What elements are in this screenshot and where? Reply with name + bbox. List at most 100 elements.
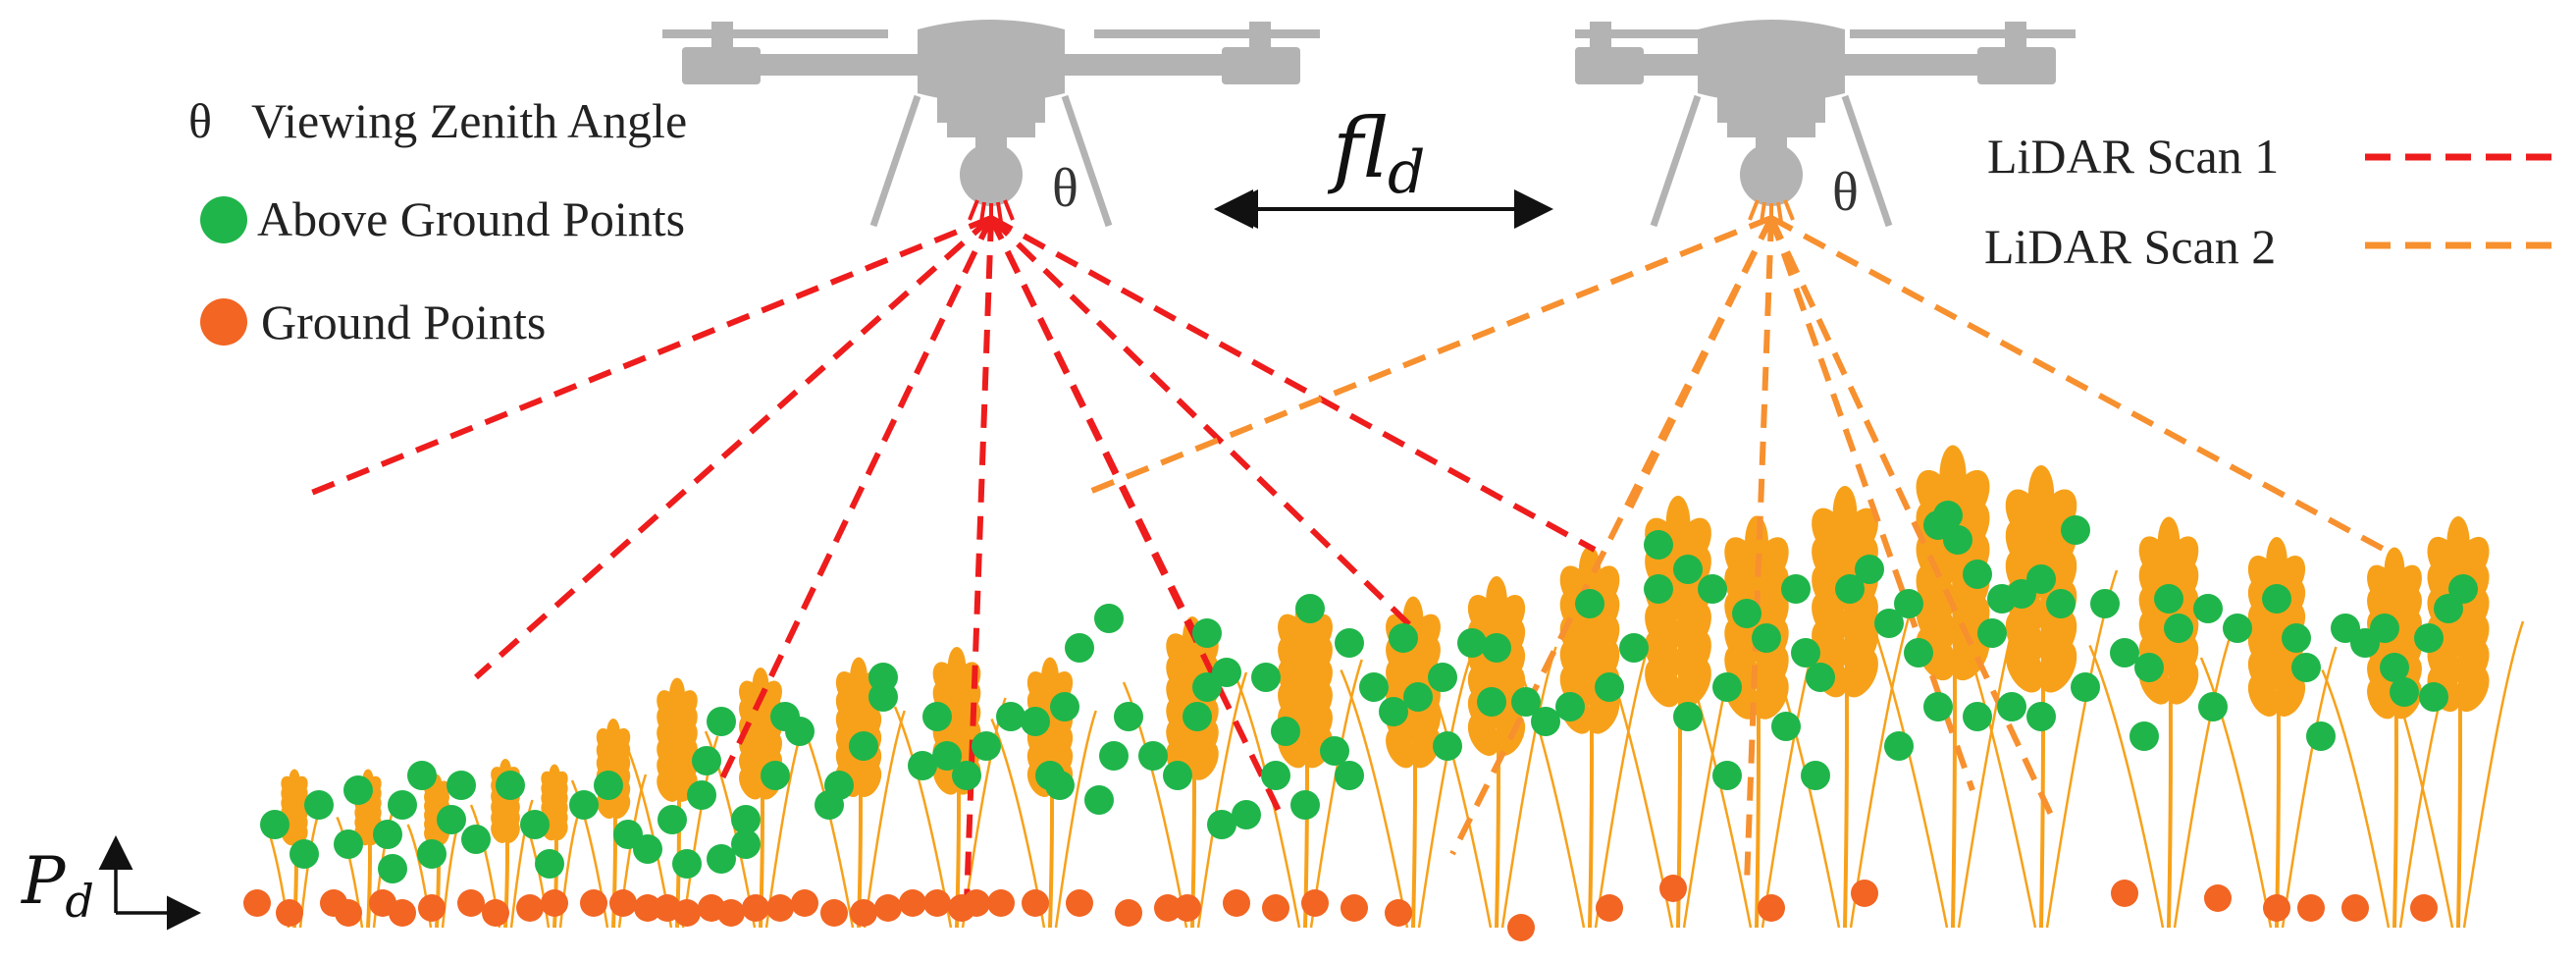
drone-icon bbox=[1575, 20, 2076, 228]
above-ground-point bbox=[2046, 589, 2076, 618]
ground-point bbox=[2410, 894, 2438, 922]
above-ground-point bbox=[1806, 663, 1835, 692]
above-ground-point bbox=[289, 839, 319, 869]
ground-point bbox=[389, 899, 416, 927]
lidar-scan-2-beam bbox=[1078, 215, 1773, 499]
above-ground-point bbox=[633, 834, 662, 864]
wheat-grain bbox=[669, 677, 685, 712]
above-ground-point bbox=[1433, 731, 1462, 761]
ground-point bbox=[2111, 880, 2138, 907]
above-ground-point bbox=[1511, 687, 1541, 717]
above-ground-point bbox=[520, 810, 550, 839]
wheat-grain bbox=[610, 792, 631, 820]
flight-distance-indicator: fld bbox=[1214, 100, 1553, 229]
above-ground-point bbox=[2198, 692, 2228, 721]
ground-point bbox=[899, 889, 926, 917]
wheat-grain bbox=[502, 821, 520, 843]
legend-above-ground-points: Above Ground Points bbox=[257, 191, 685, 246]
above-ground-point-swatch bbox=[200, 196, 247, 243]
wheat-leaf bbox=[2281, 646, 2338, 929]
above-ground-point bbox=[1933, 501, 1963, 530]
ground-point bbox=[1022, 889, 1049, 917]
above-ground-point bbox=[1575, 589, 1604, 618]
wheat-grain bbox=[606, 719, 620, 746]
above-ground-point bbox=[1904, 638, 1933, 667]
above-ground-point bbox=[343, 775, 373, 805]
above-ground-point bbox=[868, 663, 898, 692]
above-ground-point bbox=[1359, 672, 1389, 702]
above-ground-point bbox=[1894, 589, 1923, 618]
above-ground-point bbox=[1855, 555, 1884, 584]
wheat-grain bbox=[549, 764, 560, 786]
above-ground-point bbox=[2110, 638, 2139, 667]
flight-distance-symbol: fl bbox=[1327, 100, 1388, 196]
above-ground-point bbox=[1781, 574, 1811, 604]
drone-1: θ bbox=[662, 20, 1320, 228]
above-ground-point bbox=[1673, 702, 1703, 731]
ground-point bbox=[963, 889, 990, 917]
wheat-grain bbox=[2005, 640, 2044, 693]
wheat-grain bbox=[1939, 445, 1967, 507]
ground-point bbox=[820, 899, 848, 927]
lidar-scan-1-beam bbox=[989, 215, 1597, 553]
above-ground-point bbox=[1477, 687, 1506, 717]
above-ground-point bbox=[707, 844, 736, 874]
above-ground-point bbox=[2419, 682, 2448, 712]
ground-point bbox=[717, 899, 745, 927]
above-ground-point bbox=[1379, 697, 1408, 726]
above-ground-point bbox=[496, 771, 525, 800]
svg-text:Pd: Pd bbox=[21, 843, 94, 928]
lidar-scan-2-beam bbox=[1769, 215, 2387, 553]
above-ground-point bbox=[1752, 623, 1781, 653]
wheat-leaf bbox=[1122, 681, 1188, 929]
above-ground-point bbox=[2223, 614, 2252, 643]
above-ground-point bbox=[407, 761, 437, 790]
above-ground-point bbox=[932, 741, 962, 771]
above-ground-point bbox=[1084, 785, 1114, 815]
above-ground-point bbox=[1251, 663, 1281, 692]
above-ground-point bbox=[687, 780, 716, 810]
ground-point bbox=[457, 889, 485, 917]
svg-text:fld: fld bbox=[1327, 100, 1425, 207]
above-ground-points-layer bbox=[260, 501, 2478, 883]
ground-point bbox=[1154, 894, 1182, 922]
ground-point bbox=[987, 889, 1015, 917]
lidar-sensor-2 bbox=[1748, 199, 1795, 224]
wheat-grain bbox=[1041, 657, 1059, 695]
lidar-scan-1-beam bbox=[474, 215, 993, 680]
above-ground-point bbox=[1698, 574, 1727, 604]
above-ground-point bbox=[1271, 717, 1300, 746]
ground-point bbox=[335, 899, 362, 927]
ground-point bbox=[2204, 884, 2232, 912]
wheat-plant bbox=[893, 647, 1007, 929]
wheat-grain bbox=[1842, 648, 1878, 698]
above-ground-point bbox=[1482, 633, 1511, 663]
ground-point bbox=[541, 889, 568, 917]
wheat-grain bbox=[1832, 486, 1858, 541]
above-ground-point bbox=[1732, 599, 1761, 628]
wheat-leaf bbox=[2321, 669, 2391, 929]
above-ground-point bbox=[1977, 618, 2007, 648]
wheat-grain bbox=[2384, 547, 2405, 593]
above-ground-point bbox=[1261, 761, 1290, 790]
above-ground-point bbox=[1138, 741, 1168, 771]
above-ground-point bbox=[1457, 628, 1487, 658]
point-distance-subscript: d bbox=[65, 875, 93, 928]
above-ground-point bbox=[2306, 721, 2336, 751]
drone-2: θ bbox=[1575, 20, 2076, 228]
ground-point bbox=[742, 894, 769, 922]
above-ground-point bbox=[1050, 692, 1079, 721]
wheat-grain bbox=[856, 763, 882, 798]
above-ground-point bbox=[461, 825, 491, 854]
above-ground-point bbox=[1290, 790, 1320, 820]
above-ground-point bbox=[1232, 800, 1261, 829]
above-ground-point bbox=[952, 761, 981, 790]
lidar-scan-2-beam bbox=[1449, 216, 1774, 856]
above-ground-point bbox=[2380, 653, 2409, 682]
wheat-plant bbox=[2088, 516, 2233, 929]
ground-point bbox=[1385, 899, 1412, 927]
ground-point bbox=[1066, 889, 1093, 917]
above-ground-point bbox=[388, 790, 417, 820]
wheat-plant bbox=[990, 657, 1097, 929]
above-ground-point bbox=[1403, 682, 1433, 712]
